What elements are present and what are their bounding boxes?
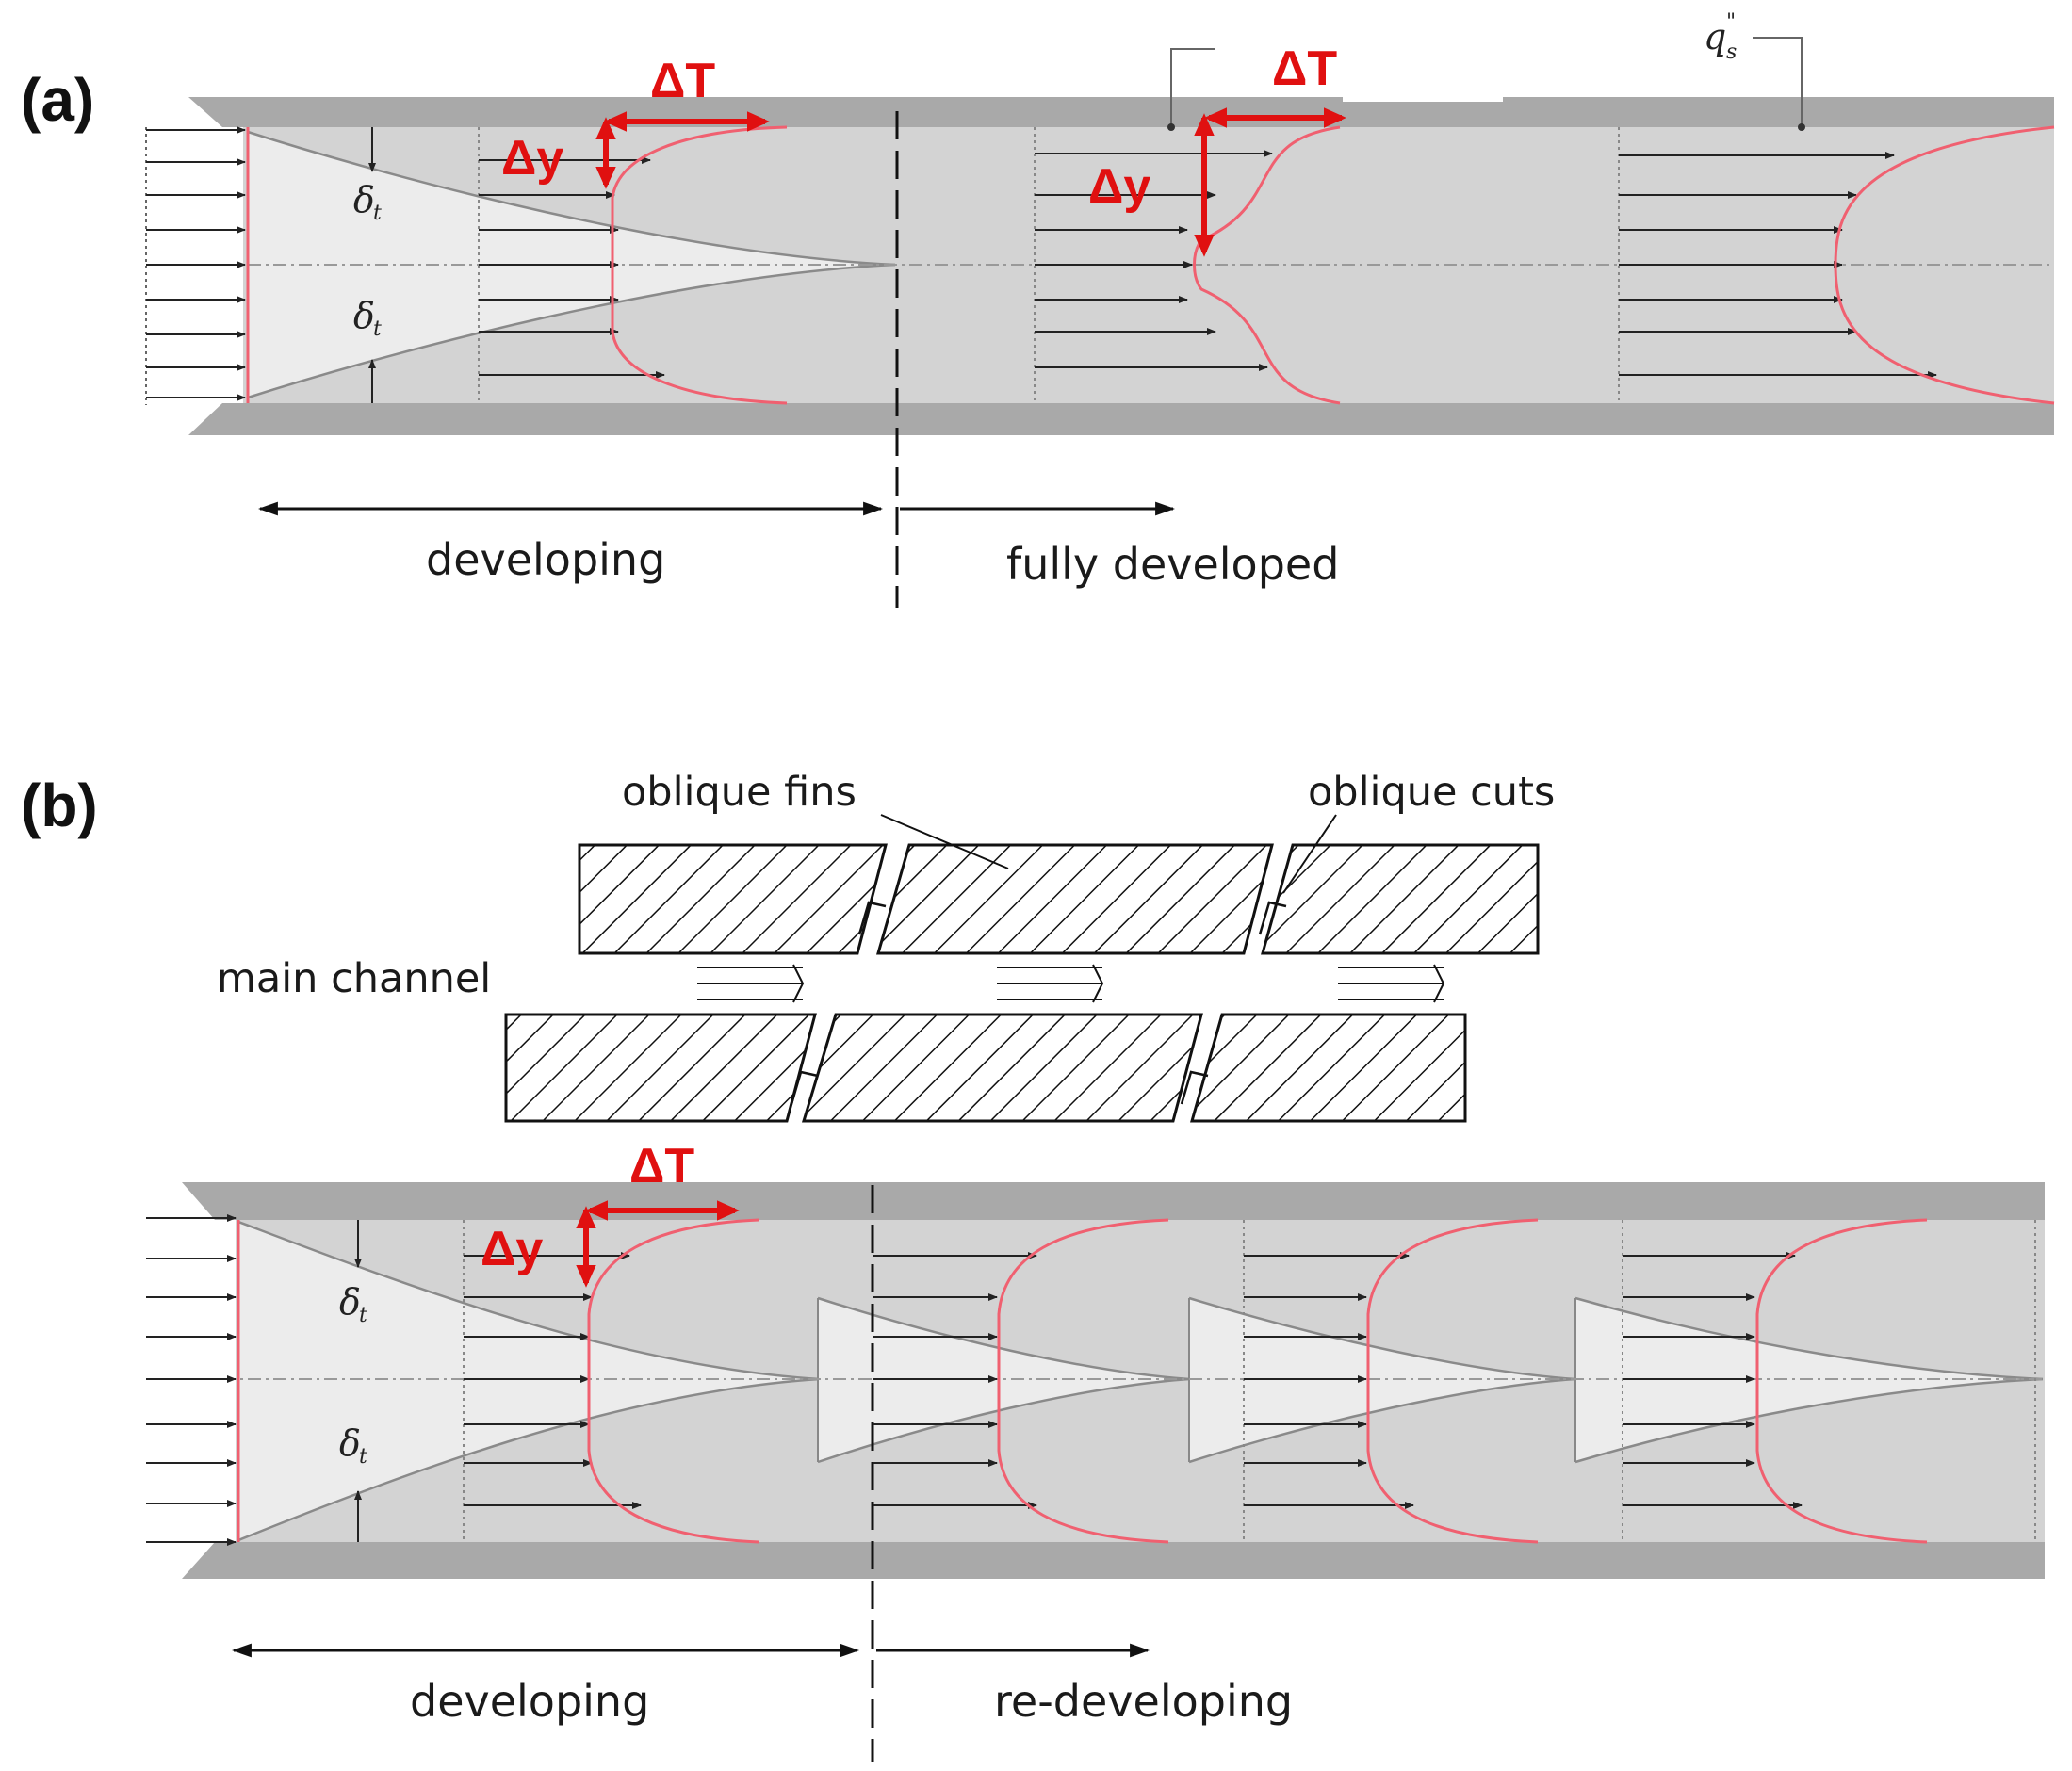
bl-symbol-bottom-a: δ xyxy=(353,295,375,336)
top-wall-b xyxy=(182,1182,2045,1220)
oblique-cuts-label: oblique cuts xyxy=(1308,769,1555,816)
velocity-arrows-a3 xyxy=(1619,152,1937,379)
thermal-bl-top-b4 xyxy=(1574,1296,2044,1381)
thermal-bl-bottom-b1 xyxy=(237,1377,821,1542)
temp-profile-a3 xyxy=(1834,125,2055,405)
inlet-region-b xyxy=(146,1220,236,1542)
heat-flux-dot-left xyxy=(1167,123,1175,131)
velocity-arrows-a2 xyxy=(1035,150,1273,371)
fully-developed-label-a: fully developed xyxy=(1006,539,1339,590)
fin-top-1 xyxy=(578,843,888,955)
bottom-wall-b xyxy=(182,1542,2045,1579)
panel-b-label: (b) xyxy=(21,772,98,839)
panel-a: (a) xyxy=(21,10,2055,608)
fin-bottom-1 xyxy=(504,1013,817,1123)
oblique-fins-label: oblique fins xyxy=(622,769,857,816)
gap-top-wall-a xyxy=(1343,94,1503,102)
delta-t-label-b: ΔT xyxy=(629,1139,694,1194)
thermal-bl-top-b2 xyxy=(817,1296,1190,1381)
thermal-bl-top-a xyxy=(247,130,896,267)
heat-flux-superscript: " xyxy=(1726,10,1736,34)
fin-bottom-2 xyxy=(801,1013,1203,1123)
bl-sub-top-a: t xyxy=(373,202,382,225)
panel-b: (b) xyxy=(21,769,2045,1762)
heat-flux-subscript: s xyxy=(1726,41,1737,64)
velocity-arrows-b1 xyxy=(464,1252,642,1509)
velocity-arrows-b3 xyxy=(1244,1252,1414,1509)
bl-sub-top-b: t xyxy=(359,1304,367,1327)
temp-profile-b3 xyxy=(1366,1218,1539,1544)
main-channel-flow-arrows xyxy=(697,964,1445,1003)
bl-symbol-top-b: δ xyxy=(339,1281,361,1323)
inlet-velocity-arrows-b xyxy=(146,1214,237,1546)
developing-label-b: developing xyxy=(410,1676,649,1727)
thermal-bl-bottom-b2 xyxy=(817,1377,1190,1464)
bl-sub-bottom-a: t xyxy=(373,317,382,341)
heat-flux-bracket-right xyxy=(1753,37,1803,127)
thermal-bl-bottom-b4 xyxy=(1574,1377,2044,1464)
inlet-velocity-arrows-a xyxy=(146,126,246,401)
fin-bottom-3 xyxy=(1190,1013,1467,1123)
main-channel-label: main channel xyxy=(217,955,491,1002)
delta-y-label-a1: Δy xyxy=(501,131,563,186)
thermal-core-b3 xyxy=(1189,1298,1575,1462)
velocity-arrows-a1 xyxy=(479,156,665,379)
bottom-wall-a xyxy=(188,403,2054,435)
top-wall-a xyxy=(188,97,2054,127)
cuts-leader-line xyxy=(1282,814,1337,894)
temp-profile-b4 xyxy=(1755,1218,1928,1544)
heat-flux-dot-right xyxy=(1798,123,1805,131)
temp-profile-b2 xyxy=(997,1218,1169,1544)
temp-profile-a1 xyxy=(611,125,788,405)
re-developing-label-b: re-developing xyxy=(994,1676,1293,1727)
thermal-bl-top-b1 xyxy=(237,1220,821,1381)
temp-profile-a2 xyxy=(1193,125,1341,405)
thermal-bl-bottom-a xyxy=(247,263,896,399)
fin-inset: oblique fins oblique cuts main channel xyxy=(217,769,1555,1123)
velocity-arrows-b4 xyxy=(1623,1252,1803,1509)
delta-y-label-b: Δy xyxy=(481,1222,543,1276)
bl-sub-bottom-b: t xyxy=(359,1445,367,1469)
heat-flux-symbol: q xyxy=(1704,16,1726,57)
thermal-bl-bottom-b3 xyxy=(1188,1377,1576,1464)
secondary-flow-arrows xyxy=(790,901,1287,1105)
developing-label-a: developing xyxy=(426,534,665,585)
fin-top-2 xyxy=(876,843,1274,955)
bl-symbol-top-a: δ xyxy=(353,179,375,220)
delta-y-label-a2: Δy xyxy=(1088,159,1150,214)
thermal-bl-top-b3 xyxy=(1188,1296,1576,1381)
bl-symbol-bottom-b: δ xyxy=(339,1422,361,1464)
heat-flux-bracket-left xyxy=(1170,48,1215,127)
fin-top-3 xyxy=(1261,843,1540,955)
thermal-core-b1 xyxy=(238,1222,820,1540)
velocity-arrows-b2 xyxy=(873,1252,1037,1509)
panel-a-label: (a) xyxy=(21,66,94,134)
delta-t-label-a1: ΔT xyxy=(650,54,715,108)
fins-leader-line xyxy=(880,814,1009,869)
delta-t-label-a2: ΔT xyxy=(1272,41,1337,96)
temp-profile-b1 xyxy=(587,1218,759,1544)
